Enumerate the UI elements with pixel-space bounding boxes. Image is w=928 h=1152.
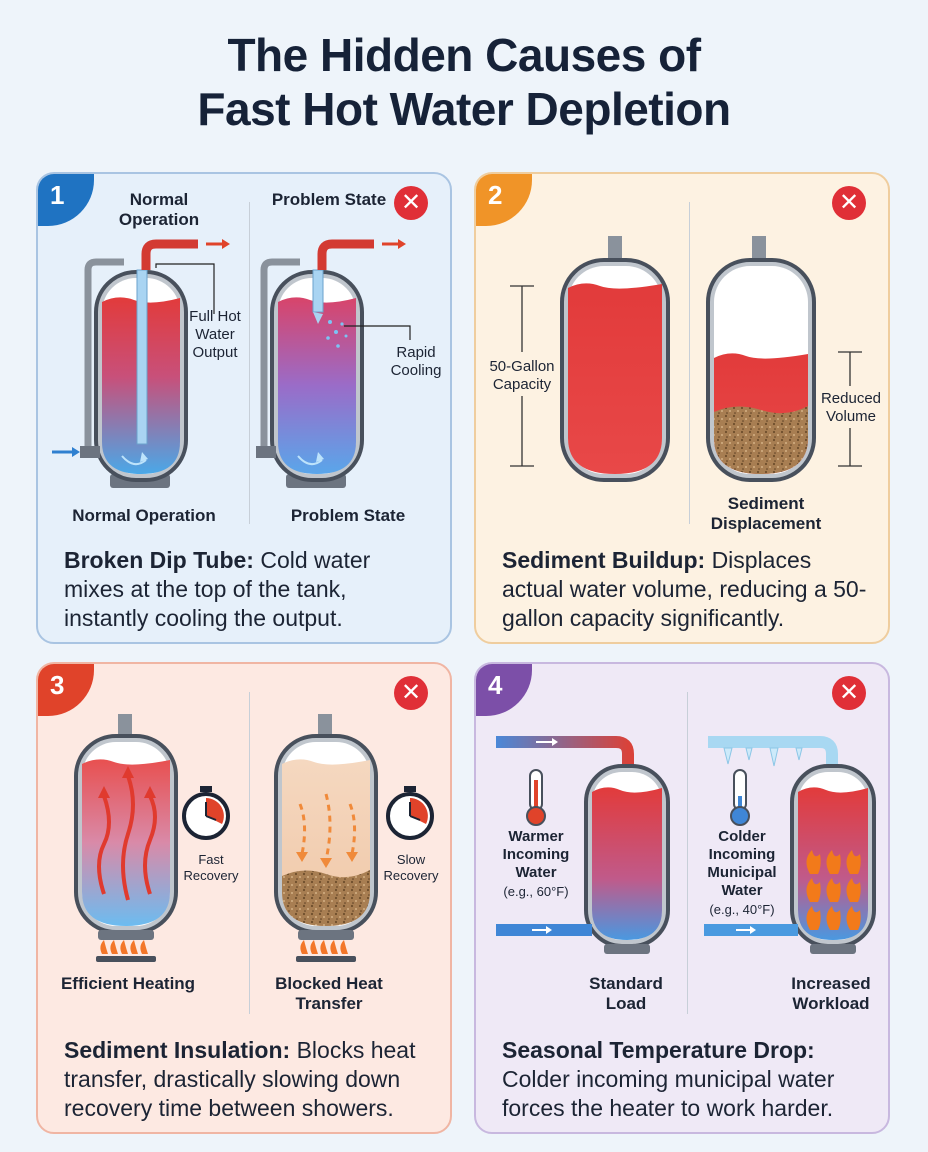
fast-recovery-callout: Fast Recovery xyxy=(183,852,239,883)
close-x-icon: ✕ xyxy=(394,186,428,220)
blocked-tank xyxy=(274,714,378,940)
efficient-heating-caption: Efficient Heating xyxy=(60,974,196,993)
dip-tube-illustration xyxy=(52,239,411,488)
panel-heading: Sediment Insulation: xyxy=(64,1037,291,1063)
normal-operation-title: Normal Operation xyxy=(118,190,200,229)
close-x-icon: ✕ xyxy=(832,676,866,710)
page-title-line1: The Hidden Causes of xyxy=(227,29,701,81)
full-water xyxy=(568,283,662,474)
panel-text: Displaces actual water volume, reducing … xyxy=(502,547,867,631)
standard-load-caption: Standard Load xyxy=(589,974,663,1013)
cold-thermometer-icon xyxy=(730,769,750,826)
reduced-bracket xyxy=(838,351,862,467)
full-hot-water-callout: Full Hot Water Output xyxy=(189,308,241,361)
panel-sediment-insulation: 3 ✕ xyxy=(36,662,452,1134)
full-capacity-tank xyxy=(560,236,670,482)
panel-description: Broken Dip Tube: Cold water mixes at the… xyxy=(64,546,434,633)
burner-icon xyxy=(96,940,156,962)
callout-line xyxy=(155,263,215,314)
panel-divider xyxy=(687,692,688,1014)
colder-water-example: (e.g., 40°F) xyxy=(709,902,775,917)
panel-heading: Sediment Buildup: xyxy=(502,547,706,573)
inflow-arrow-icon xyxy=(72,447,80,457)
close-x-icon: ✕ xyxy=(394,676,428,710)
problem-tank xyxy=(256,239,411,488)
panel-heading: Broken Dip Tube: xyxy=(64,547,254,573)
panel-seasonal-temperature: 4 ✕ xyxy=(474,662,890,1134)
warmer-water-example: (e.g., 60°F) xyxy=(503,884,569,899)
water-spray xyxy=(326,320,348,348)
panel-sediment-buildup: 2 ✕ 50-Gallon Capacity Reduced Volume Se… xyxy=(474,172,890,644)
sediment-displacement-caption: Sediment Displacement xyxy=(710,494,822,533)
warm-thermometer-icon xyxy=(526,769,546,826)
standard-tank xyxy=(496,736,670,954)
panel-description: Sediment Buildup: Displaces actual water… xyxy=(502,546,872,633)
insulation-illustration xyxy=(74,714,434,962)
icicles xyxy=(723,747,803,767)
panel-text: Blocks heat transfer, drastically slowin… xyxy=(64,1037,416,1121)
capacity-bracket xyxy=(510,285,534,467)
normal-operation-caption: Normal Operation xyxy=(72,506,216,525)
page-title-line2: Fast Hot Water Depletion xyxy=(197,83,731,135)
panel-text: Colder incoming municipal water forces t… xyxy=(502,1066,835,1121)
panel-divider xyxy=(249,202,250,524)
sediment-layer xyxy=(282,870,370,926)
broken-dip-tube xyxy=(312,269,324,313)
sediment-layer xyxy=(714,406,808,474)
panel-broken-dip-tube: 1 ✕ Normal Operation Problem State xyxy=(36,172,452,644)
blocked-heat-arrows xyxy=(298,793,357,861)
reduced-volume-callout: Reduced Volume xyxy=(820,390,882,425)
close-x-icon: ✕ xyxy=(832,186,866,220)
problem-state-title: Problem State xyxy=(271,190,387,209)
heat-rising-arrows xyxy=(97,775,157,901)
stopwatch-icon xyxy=(386,786,434,840)
panel-text: Cold water mixes at the top of the tank,… xyxy=(64,547,371,631)
efficient-tank xyxy=(74,714,178,940)
sediment-tank xyxy=(706,236,816,482)
panel-divider xyxy=(249,692,250,1014)
problem-state-caption: Problem State xyxy=(290,506,406,525)
normal-tank xyxy=(52,239,230,488)
stopwatch-icon xyxy=(182,786,230,840)
outflow-arrow-icon xyxy=(222,239,230,249)
panel-description: Sediment Insulation: Blocks heat transfe… xyxy=(64,1036,434,1123)
page-title: The Hidden Causes of Fast Hot Water Depl… xyxy=(0,28,928,136)
sediment-illustration xyxy=(510,236,862,482)
panel-number-badge: 3 xyxy=(38,664,94,716)
blocked-heat-caption: Blocked Heat Transfer xyxy=(275,974,383,1013)
panel-description: Seasonal Temperature Drop: Colder incomi… xyxy=(502,1036,872,1123)
panel-number-badge: 1 xyxy=(38,174,94,226)
warmer-water-callout: Warmer Incoming Water xyxy=(502,828,570,881)
seasonal-illustration xyxy=(496,736,876,954)
rapid-cooling-callout: Rapid Cooling xyxy=(390,344,442,379)
dip-tube xyxy=(136,269,148,445)
panel-heading: Seasonal Temperature Drop: xyxy=(502,1037,815,1063)
panel-divider xyxy=(689,202,690,524)
colder-water-callout: Colder Incoming Municipal Water xyxy=(707,828,777,899)
increased-workload-tank xyxy=(704,736,876,954)
flame-icons xyxy=(806,850,861,930)
burner-icon xyxy=(296,940,356,962)
slow-recovery-callout: Slow Recovery xyxy=(383,852,439,883)
increased-workload-caption: Increased Workload xyxy=(791,974,871,1013)
capacity-callout: 50-Gallon Capacity xyxy=(489,358,555,393)
